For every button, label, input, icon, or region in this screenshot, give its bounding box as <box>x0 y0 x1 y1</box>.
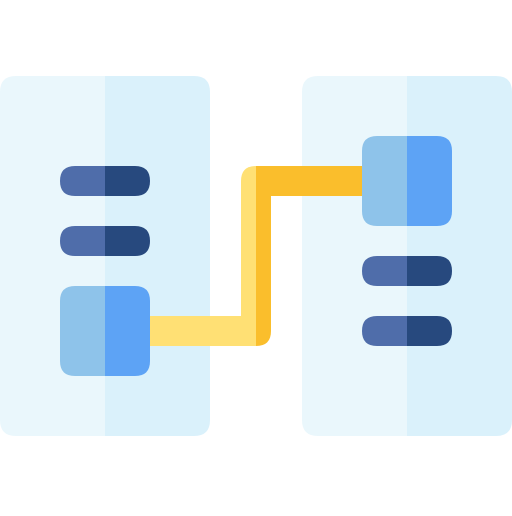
connector-vertical-light <box>241 166 256 346</box>
connector-lower-segment <box>150 316 256 346</box>
connector-upper-segment <box>256 166 362 196</box>
right-node <box>362 136 452 226</box>
right-bar-2 <box>362 316 452 346</box>
left-bar-1 <box>60 166 150 196</box>
left-bar-2 <box>60 226 150 256</box>
connector-vertical-dark <box>256 166 271 346</box>
connector-line <box>150 166 362 346</box>
left-node <box>60 286 150 376</box>
right-bar-1 <box>362 256 452 286</box>
